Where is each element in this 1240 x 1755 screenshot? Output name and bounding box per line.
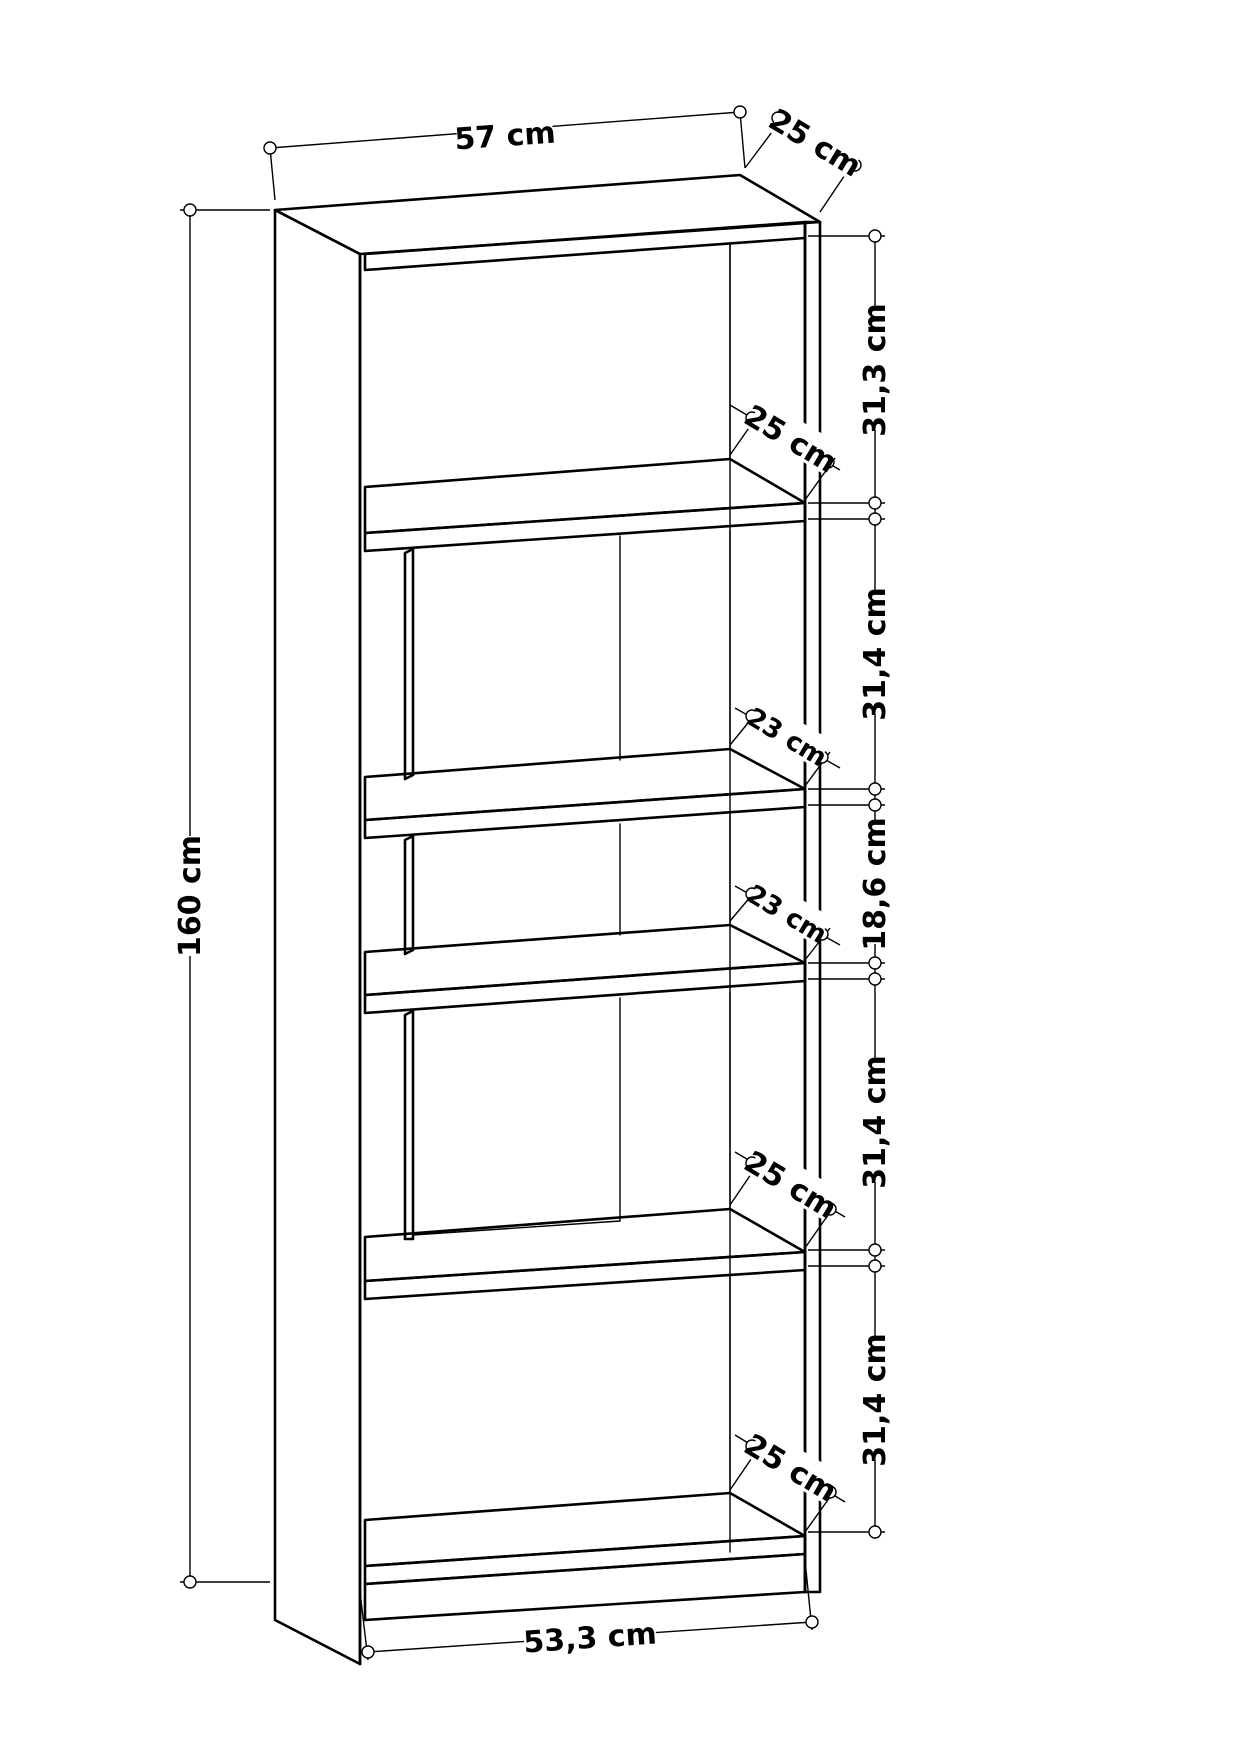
shelf-2: [363, 747, 807, 840]
compartment-5-height-label: 31,4 cm: [858, 1333, 893, 1467]
inner-dividers: [403, 243, 731, 1494]
shelf-1: [363, 457, 807, 553]
left-side-panel: [273, 208, 362, 1666]
bookcase-outline: [273, 173, 822, 1666]
compartment-3-height-label: 18,6 cm: [858, 817, 893, 951]
compartment-1-height-label: 31,3 cm: [858, 303, 893, 437]
divider-panel-3: [403, 1009, 415, 1241]
divider-panel-2: [403, 834, 415, 956]
total-height-label: 160 cm: [173, 835, 208, 957]
plinth: [363, 1552, 807, 1622]
divider-panel-1: [403, 547, 415, 781]
shelf-5: [363, 1491, 807, 1586]
total-width-label: 57 cm: [453, 116, 556, 158]
compartment-4-height-label: 31,4 cm: [858, 1055, 893, 1189]
dimension-nodes: [183, 105, 882, 1659]
shelf-3: [363, 923, 807, 1015]
shelves: [363, 457, 807, 1622]
compartment-2-height-label: 31,4 cm: [858, 587, 893, 721]
dimension-lines: [180, 107, 885, 1661]
shelf-4: [363, 1207, 807, 1301]
